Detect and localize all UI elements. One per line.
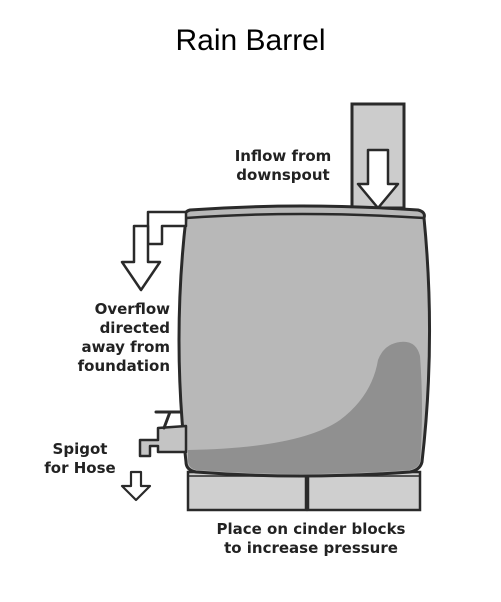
inflow-label-line-2: downspout (236, 166, 330, 184)
overflow-label: Overflow directed away from foundation (52, 300, 170, 376)
cinder-block-right (306, 470, 422, 512)
overflow-label-line-3: away from (81, 338, 171, 356)
spigot-handle (154, 410, 182, 430)
cinder-block-left (186, 470, 308, 512)
barrel-water (188, 341, 422, 474)
barrel-rim (185, 212, 425, 220)
overflow-label-line-4: foundation (77, 357, 170, 375)
overflow-arrow-icon (120, 224, 162, 292)
overflow-label-line-2: directed (99, 319, 170, 337)
cinder-label-line-1: Place on cinder blocks (216, 520, 406, 538)
spigot-label: Spigot for Hose (40, 440, 120, 478)
inflow-arrow-icon (356, 148, 400, 210)
inflow-label: Inflow from downspout (218, 147, 348, 185)
cinder-label-line-2: to increase pressure (224, 539, 398, 557)
diagram-title: Rain Barrel (175, 24, 326, 57)
spigot-arrow-icon (120, 470, 152, 502)
spigot-label-line-2: for Hose (44, 459, 116, 477)
spigot-label-line-1: Spigot (52, 440, 108, 458)
cinder-blocks-label: Place on cinder blocks to increase press… (196, 520, 426, 558)
inflow-label-line-1: Inflow from (234, 147, 332, 165)
overflow-pipe (146, 210, 188, 246)
spigot-icon (138, 424, 188, 458)
overflow-label-line-1: Overflow (94, 300, 170, 318)
